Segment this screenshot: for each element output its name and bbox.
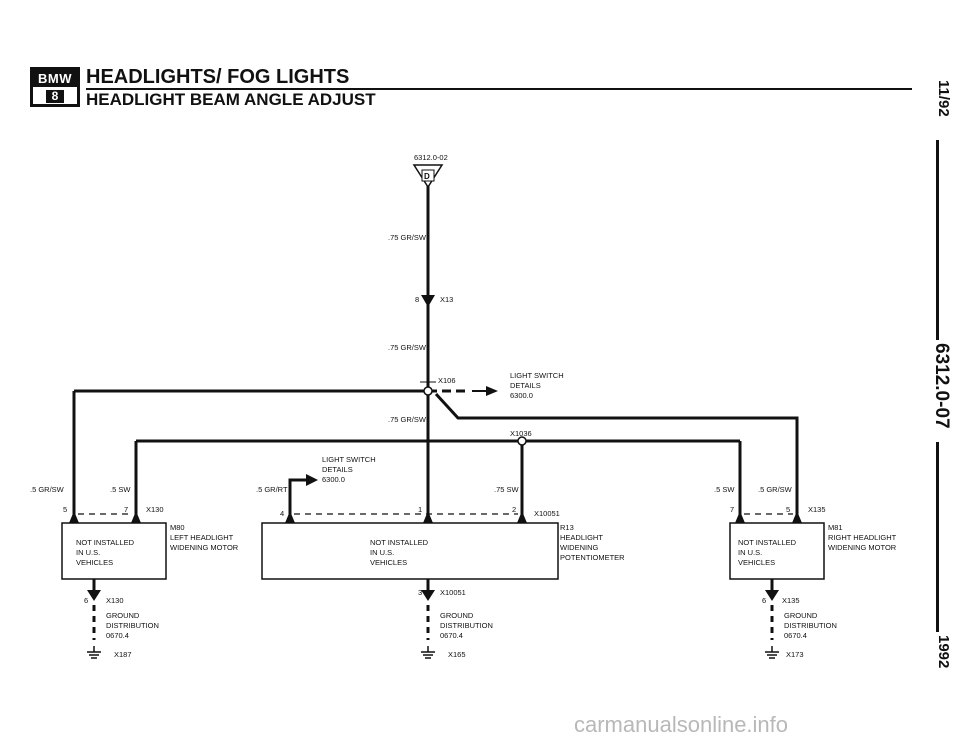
x135-bottom-label: X135 <box>782 596 800 605</box>
x106-label: X106 <box>438 376 456 385</box>
sidebar: 11/92 6312.0-07 1992 <box>922 60 952 680</box>
wire-label-3: .75 GR/SW <box>388 415 427 424</box>
m81-name-2: WIDENING MOTOR <box>828 543 897 552</box>
center-gd-3: 0670.4 <box>440 631 463 640</box>
left-not-installed-3: VEHICLES <box>76 558 113 567</box>
center-gd-1: GROUND <box>440 611 474 620</box>
sidebar-line-1 <box>936 140 939 340</box>
m80-name-2: WIDENING MOTOR <box>170 543 239 552</box>
r13-name-3: POTENTIOMETER <box>560 553 625 562</box>
left-not-installed-2: IN U.S. <box>76 548 100 557</box>
left-gd-3: 0670.4 <box>106 631 129 640</box>
right-bottom-pin: 6 <box>762 596 766 605</box>
sidebar-year: 1992 <box>935 635 952 669</box>
sidebar-code: 6312.0-07 <box>931 343 952 429</box>
light-switch-right-2: DETAILS <box>510 381 541 390</box>
logo-bottom-text: 8 <box>46 90 64 103</box>
ground-x187: X187 <box>114 650 132 659</box>
wire-label-2: .75 GR/SW <box>388 343 427 352</box>
center-bottom-pin: 3 <box>418 588 422 597</box>
light-switch-right-3: 6300.0 <box>510 391 533 400</box>
wire-left-outer: .5 GR/SW <box>30 485 65 494</box>
x10051-top-label: X10051 <box>534 509 560 518</box>
center-pin-2: 2 <box>512 505 516 514</box>
right-gd-1: GROUND <box>784 611 818 620</box>
center-not-installed-2: IN U.S. <box>370 548 394 557</box>
x13-label: X13 <box>440 295 453 304</box>
wire-label-1: .75 GR/SW <box>388 233 427 242</box>
wire-right-outer: .5 GR/SW <box>758 485 793 494</box>
left-gd-2: DISTRIBUTION <box>106 621 159 630</box>
left-gd-1: GROUND <box>106 611 140 620</box>
m80-id: M80 <box>170 523 185 532</box>
light-switch-center-3: 6300.0 <box>322 475 345 484</box>
x1036-label: X1036 <box>510 429 532 438</box>
right-not-installed-1: NOT INSTALLED <box>738 538 797 547</box>
r13-name-2: WIDENING <box>560 543 598 552</box>
watermark: carmanualsonline.info <box>574 712 789 737</box>
sidebar-line-2 <box>936 442 939 632</box>
center-pin-4: 4 <box>280 509 284 518</box>
header-rule <box>86 88 912 90</box>
x13-pin: 8 <box>415 295 419 304</box>
center-not-installed-3: VEHICLES <box>370 558 407 567</box>
wire-mid-left: .5 GR/RT <box>256 485 288 494</box>
light-switch-center-2: DETAILS <box>322 465 353 474</box>
r13-id: R13 <box>560 523 574 532</box>
right-pin-7: 7 <box>730 505 734 514</box>
page-title: HEADLIGHTS/ FOG LIGHTS <box>86 66 350 88</box>
right-gd-2: DISTRIBUTION <box>784 621 837 630</box>
right-gd-3: 0670.4 <box>784 631 807 640</box>
m81-name-1: RIGHT HEADLIGHT <box>828 533 897 542</box>
x10051-bottom-label: X10051 <box>440 588 466 597</box>
left-bottom-pin: 6 <box>84 596 88 605</box>
left-pin-5: 5 <box>63 505 67 514</box>
m81-id: M81 <box>828 523 843 532</box>
wire-mid-right: .75 SW <box>494 485 520 494</box>
center-pin-1: 1 <box>418 505 422 514</box>
right-not-installed-2: IN U.S. <box>738 548 762 557</box>
logo-top-text: BMW <box>33 70 77 87</box>
top-ref-label: 6312.0-02 <box>414 153 448 162</box>
ground-x173: X173 <box>786 650 804 659</box>
x130-bottom-label: X130 <box>106 596 124 605</box>
m80-name-1: LEFT HEADLIGHT <box>170 533 234 542</box>
right-not-installed-3: VEHICLES <box>738 558 775 567</box>
light-switch-center-1: LIGHT SWITCH <box>322 455 376 464</box>
page-subtitle: HEADLIGHT BEAM ANGLE ADJUST <box>86 90 376 109</box>
x130-top-label: X130 <box>146 505 164 514</box>
r13-name-1: HEADLIGHT <box>560 533 603 542</box>
bmw-logo: BMW 8 <box>30 67 80 107</box>
ground-x165: X165 <box>448 650 466 659</box>
x135-top-label: X135 <box>808 505 826 514</box>
right-pin-5: 5 <box>786 505 790 514</box>
center-not-installed-1: NOT INSTALLED <box>370 538 429 547</box>
top-connector-letter: D <box>424 172 430 181</box>
light-switch-right-1: LIGHT SWITCH <box>510 371 564 380</box>
wire-right-inner: .5 SW <box>714 485 735 494</box>
sidebar-date: 11/92 <box>935 80 952 117</box>
wire-left-inner: .5 SW <box>110 485 131 494</box>
left-pin-7: 7 <box>124 505 128 514</box>
center-gd-2: DISTRIBUTION <box>440 621 493 630</box>
left-not-installed-1: NOT INSTALLED <box>76 538 135 547</box>
